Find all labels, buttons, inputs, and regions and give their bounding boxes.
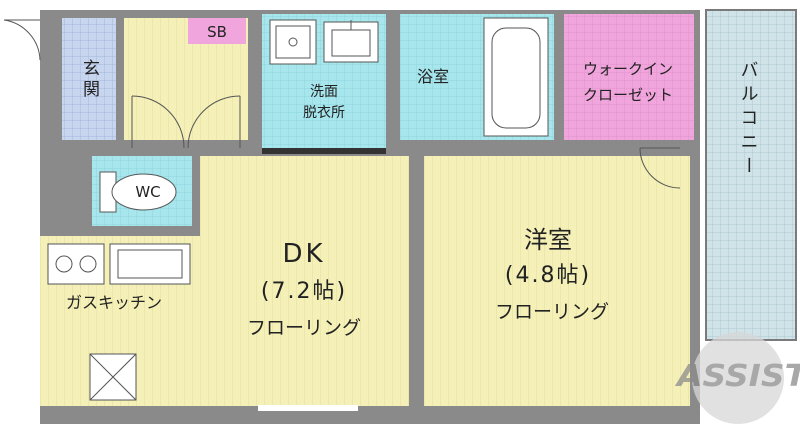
sb-area xyxy=(188,18,246,44)
gas-stove-icon xyxy=(47,243,105,285)
room-label-dk-name: DK xyxy=(282,239,325,269)
room-label-walkin-1: ウォークイン xyxy=(583,60,673,78)
room-label-senmen-2: 脱衣所 xyxy=(303,105,345,121)
room-label-youshitsu-name: 洋室 xyxy=(524,226,572,254)
room-label-wc: WC xyxy=(135,183,160,201)
bathtub-icon xyxy=(483,17,549,137)
youshitsu-floor xyxy=(424,156,690,406)
room-label-yokushitsu: 浴室 xyxy=(417,67,449,86)
balcony-floor xyxy=(706,10,796,340)
toilet-icon xyxy=(99,171,177,213)
room-label-genkan: 玄関 xyxy=(79,59,99,101)
washbasin-icon xyxy=(323,20,379,63)
room-label-walkin-2: クローゼット xyxy=(583,86,673,104)
washing-machine-icon xyxy=(269,19,317,65)
room-label-youshitsu-size: (4.8帖) xyxy=(505,263,591,288)
assist-logo: ASSIST xyxy=(675,332,800,424)
room-label-balcony: バルコニー xyxy=(738,60,759,180)
watermark-text: ASSIST xyxy=(675,359,800,394)
dk-floor xyxy=(200,156,410,406)
entrance-door xyxy=(3,19,41,61)
room-label-dk-size: (7.2帖) xyxy=(261,279,347,304)
kitchen-sink-icon xyxy=(109,243,191,285)
room-label-gas-kitchen: ガスキッチン xyxy=(66,293,162,312)
room-label-sb: SB xyxy=(207,23,227,41)
closet-door xyxy=(639,147,681,189)
room-label-dk-floor: フローリング xyxy=(247,317,361,339)
genkan-floor xyxy=(62,18,116,140)
walkin-floor xyxy=(564,14,694,140)
storage-box-icon xyxy=(89,353,137,401)
room-label-youshitsu-floor: フローリング xyxy=(495,301,609,323)
hall-doors xyxy=(131,95,241,149)
senmen-door-strip xyxy=(262,148,386,154)
room-label-senmen-1: 洗面 xyxy=(310,84,338,100)
